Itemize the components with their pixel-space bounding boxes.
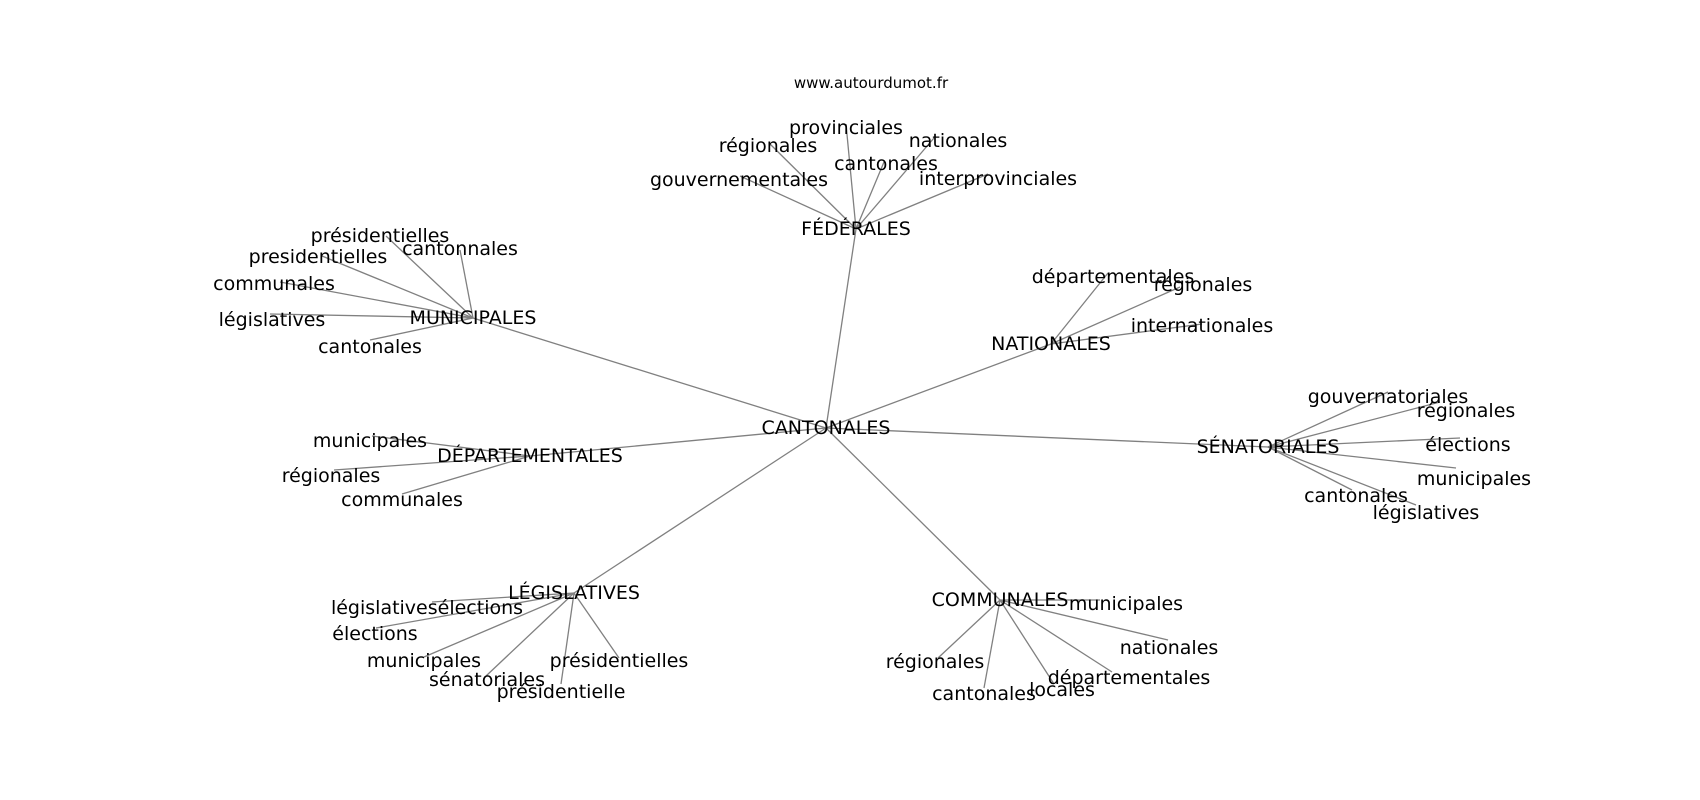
edge-layer: [269, 123, 1461, 689]
edge-nationales-leaf-1: [1050, 286, 1181, 345]
edge-federales-leaf-4: [739, 175, 857, 230]
node-leaf: régionales: [1417, 400, 1516, 422]
node-leaf: nationales: [1120, 637, 1219, 659]
node-hub-nationales: NATIONALES: [991, 333, 1111, 355]
node-hub-municipales: MUNICIPALES: [410, 307, 537, 329]
edge-nationales-leaf-2: [1050, 323, 1203, 345]
edge-senatoriales-leaf-1: [1267, 401, 1441, 448]
edge-municipales-leaf-5: [369, 317, 474, 341]
edge-senatoriales-leaf-0: [1267, 391, 1389, 448]
edge-municipales-leaf-0: [385, 235, 474, 319]
edge-municipales-leaf-1: [321, 255, 474, 319]
edge-federales-leaf-1: [769, 143, 857, 230]
edge-communales-leaf-5: [983, 599, 1001, 689]
edge-departementales-leaf-1: [333, 455, 531, 471]
edge-senatoriales-leaf-3: [1267, 446, 1457, 469]
node-leaf: cantonales: [932, 683, 1036, 705]
edge-nationales-leaf-0: [1050, 272, 1109, 345]
node-leaf: régionales: [1154, 274, 1253, 296]
node-leaf: élections: [332, 623, 417, 645]
edge-center-senatoriales: [825, 427, 1269, 448]
node-leaf: nationales: [909, 130, 1008, 152]
edge-departementales-leaf-2: [401, 455, 531, 495]
node-leaf: cantonnales: [402, 238, 518, 260]
node-leaf: législatives: [1373, 502, 1480, 524]
node-leaf: locales: [1029, 679, 1095, 701]
node-leaf: cantonales: [1304, 485, 1408, 507]
edge-center-municipales: [472, 317, 827, 429]
edge-communales-leaf-2: [937, 599, 1001, 659]
edge-legislatives-leaf-4: [573, 592, 620, 659]
edge-communales-leaf-1: [999, 599, 1169, 641]
edge-municipales-leaf-3: [279, 281, 474, 319]
node-leaf: législativesélections: [331, 597, 523, 619]
node-hub-departementales: DÉPARTEMENTALES: [437, 444, 623, 467]
edge-center-departementales: [529, 427, 827, 457]
node-leaf: interprovinciales: [919, 168, 1077, 190]
node-leaf: présidentielles: [550, 650, 689, 672]
node-hub-legislatives: LÉGISLATIVES: [508, 581, 640, 604]
node-leaf: régionales: [282, 465, 381, 487]
edge-departementales-leaf-0: [371, 435, 531, 457]
edge-center-legislatives: [573, 427, 827, 594]
node-leaf: cantonales: [834, 153, 938, 175]
edge-center-nationales: [825, 343, 1052, 429]
edge-municipales-leaf-4: [269, 313, 474, 319]
edge-center-communales: [825, 427, 1001, 601]
edge-senatoriales-leaf-4: [1267, 446, 1353, 491]
node-leaf: gouvernementales: [650, 169, 828, 191]
node-leaf: élections: [1425, 434, 1510, 456]
node-hub-senatoriales: SÉNATORIALES: [1197, 435, 1340, 458]
label-layer: CANTONALESFÉDÉRALESprovincialesrégionale…: [213, 117, 1531, 705]
node-leaf: départementales: [1032, 266, 1195, 288]
node-leaf: législatives: [219, 309, 326, 331]
edge-legislatives-leaf-5: [560, 592, 575, 685]
node-leaf: municipales: [313, 430, 427, 452]
edge-federales-leaf-5: [855, 173, 989, 230]
edge-center-federales: [825, 228, 857, 429]
node-leaf: municipales: [367, 650, 481, 672]
edge-legislatives-leaf-0: [431, 592, 575, 603]
node-leaf: communales: [213, 273, 335, 295]
edge-federales-leaf-3: [855, 161, 885, 230]
edge-senatoriales-leaf-5: [1267, 446, 1417, 506]
node-leaf: présidentielles: [311, 225, 450, 247]
node-hub-communales: COMMUNALES: [932, 589, 1069, 611]
node-leaf: municipales: [1417, 468, 1531, 490]
node-leaf: départementales: [1048, 667, 1211, 689]
node-leaf: provinciales: [789, 117, 903, 139]
edge-senatoriales-leaf-2: [1267, 437, 1461, 448]
watermark-text: www.autourdumot.fr: [794, 74, 949, 92]
edge-communales-leaf-4: [999, 599, 1055, 685]
node-leaf: gouvernatoriales: [1308, 386, 1469, 408]
node-center: CANTONALES: [762, 417, 891, 439]
node-leaf: presidentielles: [249, 246, 388, 268]
node-leaf: municipales: [1069, 593, 1183, 615]
edge-legislatives-leaf-2: [423, 592, 575, 658]
node-leaf: régionales: [719, 135, 818, 157]
node-leaf: sénatoriales: [429, 669, 545, 691]
node-leaf: internationales: [1131, 315, 1274, 337]
edge-legislatives-leaf-3: [485, 592, 575, 677]
edge-municipales-leaf-2: [459, 249, 474, 319]
edge-communales-leaf-3: [999, 599, 1113, 673]
node-leaf: communales: [341, 489, 463, 511]
node-hub-federales: FÉDÉRALES: [801, 217, 911, 240]
node-leaf: présidentielle: [497, 681, 626, 703]
edge-federales-leaf-2: [855, 137, 935, 230]
edge-legislatives-leaf-1: [375, 592, 575, 629]
node-leaf: cantonales: [318, 336, 422, 358]
edge-federales-leaf-0: [845, 123, 857, 230]
node-leaf: régionales: [886, 651, 985, 673]
